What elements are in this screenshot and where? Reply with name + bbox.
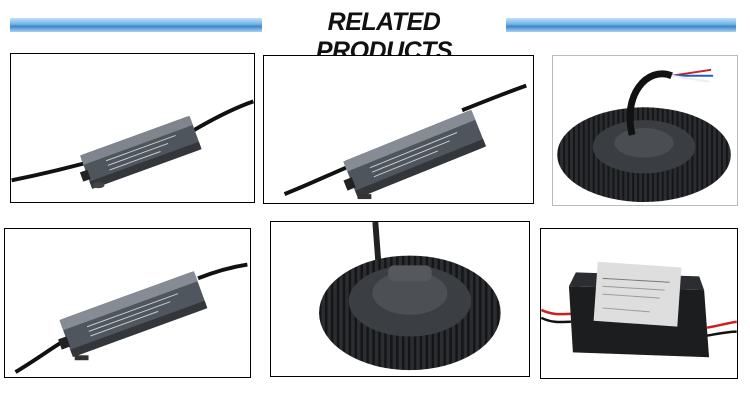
- product-image-6: [541, 261, 737, 358]
- product-image-2: [283, 83, 527, 200]
- product-image-5: [319, 222, 501, 371]
- header-bar-left: [10, 18, 262, 32]
- product-card-3[interactable]: [552, 55, 738, 206]
- product-card-4[interactable]: [4, 228, 251, 378]
- product-card-5[interactable]: [270, 221, 530, 377]
- product-image-3: [557, 68, 731, 203]
- section-title: RELATED PRODUCTS: [315, 8, 453, 65]
- product-card-2[interactable]: [263, 55, 534, 204]
- header-bar-right: [506, 18, 736, 32]
- product-image-1: [11, 99, 254, 189]
- product-image-4: [14, 262, 248, 374]
- product-card-6[interactable]: [540, 228, 738, 379]
- product-card-1[interactable]: [10, 53, 255, 203]
- section-header: RELATED PRODUCTS: [0, 0, 750, 65]
